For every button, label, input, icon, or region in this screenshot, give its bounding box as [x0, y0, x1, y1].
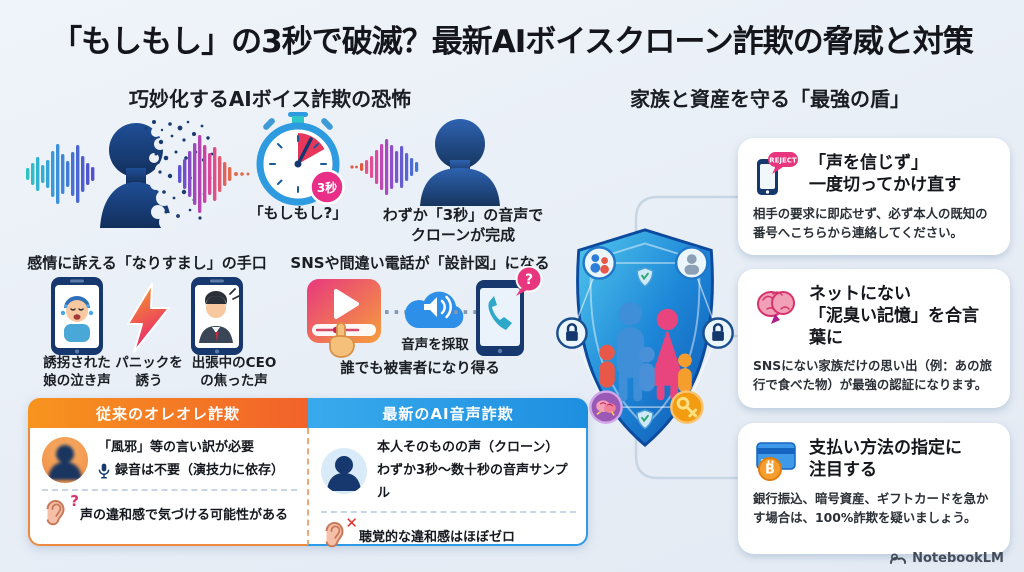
divider — [321, 511, 576, 514]
payment-bitcoin-icon: B — [756, 442, 796, 481]
family-protection-shield-icon — [556, 228, 734, 448]
voice-waveform-left — [26, 144, 95, 204]
card-body: 相手の要求に即応せず、必ず本人の既知の番号へこちらから連絡してください。 — [753, 206, 988, 240]
ai-detectability: 聴覚的な違和感はほぼゼロ — [359, 529, 516, 545]
advice-card-passphrase: ネットにない 「泥臭い記憶」を合言葉に SNSにない家族だけの思い出（例：あの旅… — [738, 269, 1010, 408]
memory-brain-badge-icon — [589, 390, 623, 424]
ai-point-2: わずか3秒〜数十秒の音声サンプル — [377, 462, 568, 501]
question-bubble: ? — [525, 272, 533, 288]
shield-check-icon — [636, 267, 654, 288]
stopwatch-icon: 3秒 — [256, 112, 345, 206]
table-cell-ai: 本人そのものの声（クローン） わずか3秒〜数十秒の音声サンプル ✕ 聴覚的な違和… — [307, 428, 588, 548]
trick-label-panic: パニックを 誘う — [115, 355, 183, 390]
capture-label: 音声を採取 — [401, 337, 469, 353]
blurred-caller-avatar — [42, 437, 88, 483]
timer-caption: 「もしもし?」 — [248, 204, 348, 222]
card-title: 支払い方法の指定に 注目する — [809, 438, 962, 481]
ceo-phone-icon — [191, 277, 243, 355]
unknown-call-phone-icon: ? — [476, 266, 543, 356]
shield-check-icon — [636, 409, 654, 430]
ear-cross-icon: ✕ — [321, 514, 358, 550]
traditional-detectability: 声の違和感で気づける可能性がある — [80, 507, 289, 523]
audio-cloud-icon — [404, 291, 464, 329]
trick-label-ceo: 出張中のCEO の焦った声 — [191, 355, 277, 390]
table-header-traditional: 従来のオレオレ詐欺 — [28, 398, 308, 428]
voice-waveform-small-icon — [350, 139, 419, 195]
card-title: 「声を信じず」 一度切ってかけ直す — [809, 153, 962, 196]
clone-caption: わずか「3秒」の音声で クローンが完成 — [382, 206, 544, 244]
mic-icon — [98, 463, 110, 479]
ear-question-icon: ? — [42, 492, 79, 528]
reject-phone-icon: REJECT — [757, 152, 798, 195]
lock-badge-icon — [702, 317, 734, 349]
reject-badge: REJECT — [769, 157, 797, 165]
advice-card-payment: B 支払い方法の指定に 注目する 銀行振込、暗号資産、ギフトカードを急かす場合は… — [738, 423, 1010, 554]
bitcoin-glyph: B — [765, 463, 775, 478]
right-section-heading: 家族と資産を守る「最強の盾」 — [630, 87, 910, 111]
traditional-point-1: 「風邪」等の言い訳が必要 — [98, 440, 255, 456]
advice-card-hang-up: REJECT 「声を信じず」 一度切ってかけ直す 相手の要求に即応せず、必ず本人… — [738, 138, 1010, 255]
timer-badge: 3秒 — [317, 180, 337, 195]
card-body: 銀行振込、暗号資産、ギフトカードを急かす場合は、100%詐欺を疑いましょう。 — [753, 491, 989, 525]
crying-daughter-phone-icon — [51, 277, 103, 355]
card-title: ネットにない 「泥臭い記憶」を合言葉に — [809, 284, 979, 349]
page-title: 「もしもし」の3秒で破滅？最新AIボイスクローン詐欺の脅威と対策 — [51, 24, 974, 60]
panic-lightning-icon — [127, 283, 170, 353]
table-cell-traditional: 「風邪」等の言い訳が必要 録音は不要（演技力に依存） ? 声の違和感で気づける可… — [28, 428, 307, 546]
person-badge-icon — [674, 246, 709, 280]
brand-name: NotebookLM — [912, 551, 1004, 566]
tricks-heading: 感情に訴える「なりすまし」の手口 — [27, 254, 267, 272]
notebooklm-logo-icon — [890, 553, 907, 564]
divider — [42, 489, 297, 491]
lock-badge-icon — [556, 317, 588, 349]
card-body: SNSにない家族だけの思い出（例：あの旅行で食べた物）が最強の認証になります。 — [753, 358, 992, 392]
comparison-table: 従来のオレオレ詐欺 最新のAI音声詐欺 「風邪」等の言い訳が必要 録音は不要（演… — [28, 398, 588, 548]
brand-footer: NotebookLM — [889, 551, 1004, 566]
tap-hand-icon — [329, 322, 355, 358]
blueprint-caption: 誰でも被害者になり得る — [340, 361, 500, 377]
dissolving-head-waveform-icon — [26, 120, 250, 231]
family-badge-icon — [582, 246, 617, 280]
key-badge-icon — [670, 390, 704, 424]
ai-point-1: 本人そのものの声（クローン） — [377, 440, 559, 455]
clone-caller-avatar — [321, 448, 367, 495]
table-header-ai: 最新のAI音声詐欺 — [308, 398, 588, 428]
trick-label-daughter: 誘拐された 娘の泣き声 — [43, 355, 111, 390]
traditional-point-2: 録音は不要（演技力に依存） — [115, 463, 285, 478]
voice-waveform-right — [178, 135, 250, 213]
flow-dots-2: ··· — [452, 300, 481, 324]
dissolving-head — [100, 123, 177, 231]
left-section-heading: 巧妙化するAIボイス詐欺の恐怖 — [128, 87, 412, 111]
blueprint-heading: SNSや間違い電話が「設計図」になる — [290, 254, 550, 272]
brain-icon — [757, 291, 795, 324]
family-figures — [599, 301, 692, 402]
cloned-person-icon — [420, 119, 500, 206]
